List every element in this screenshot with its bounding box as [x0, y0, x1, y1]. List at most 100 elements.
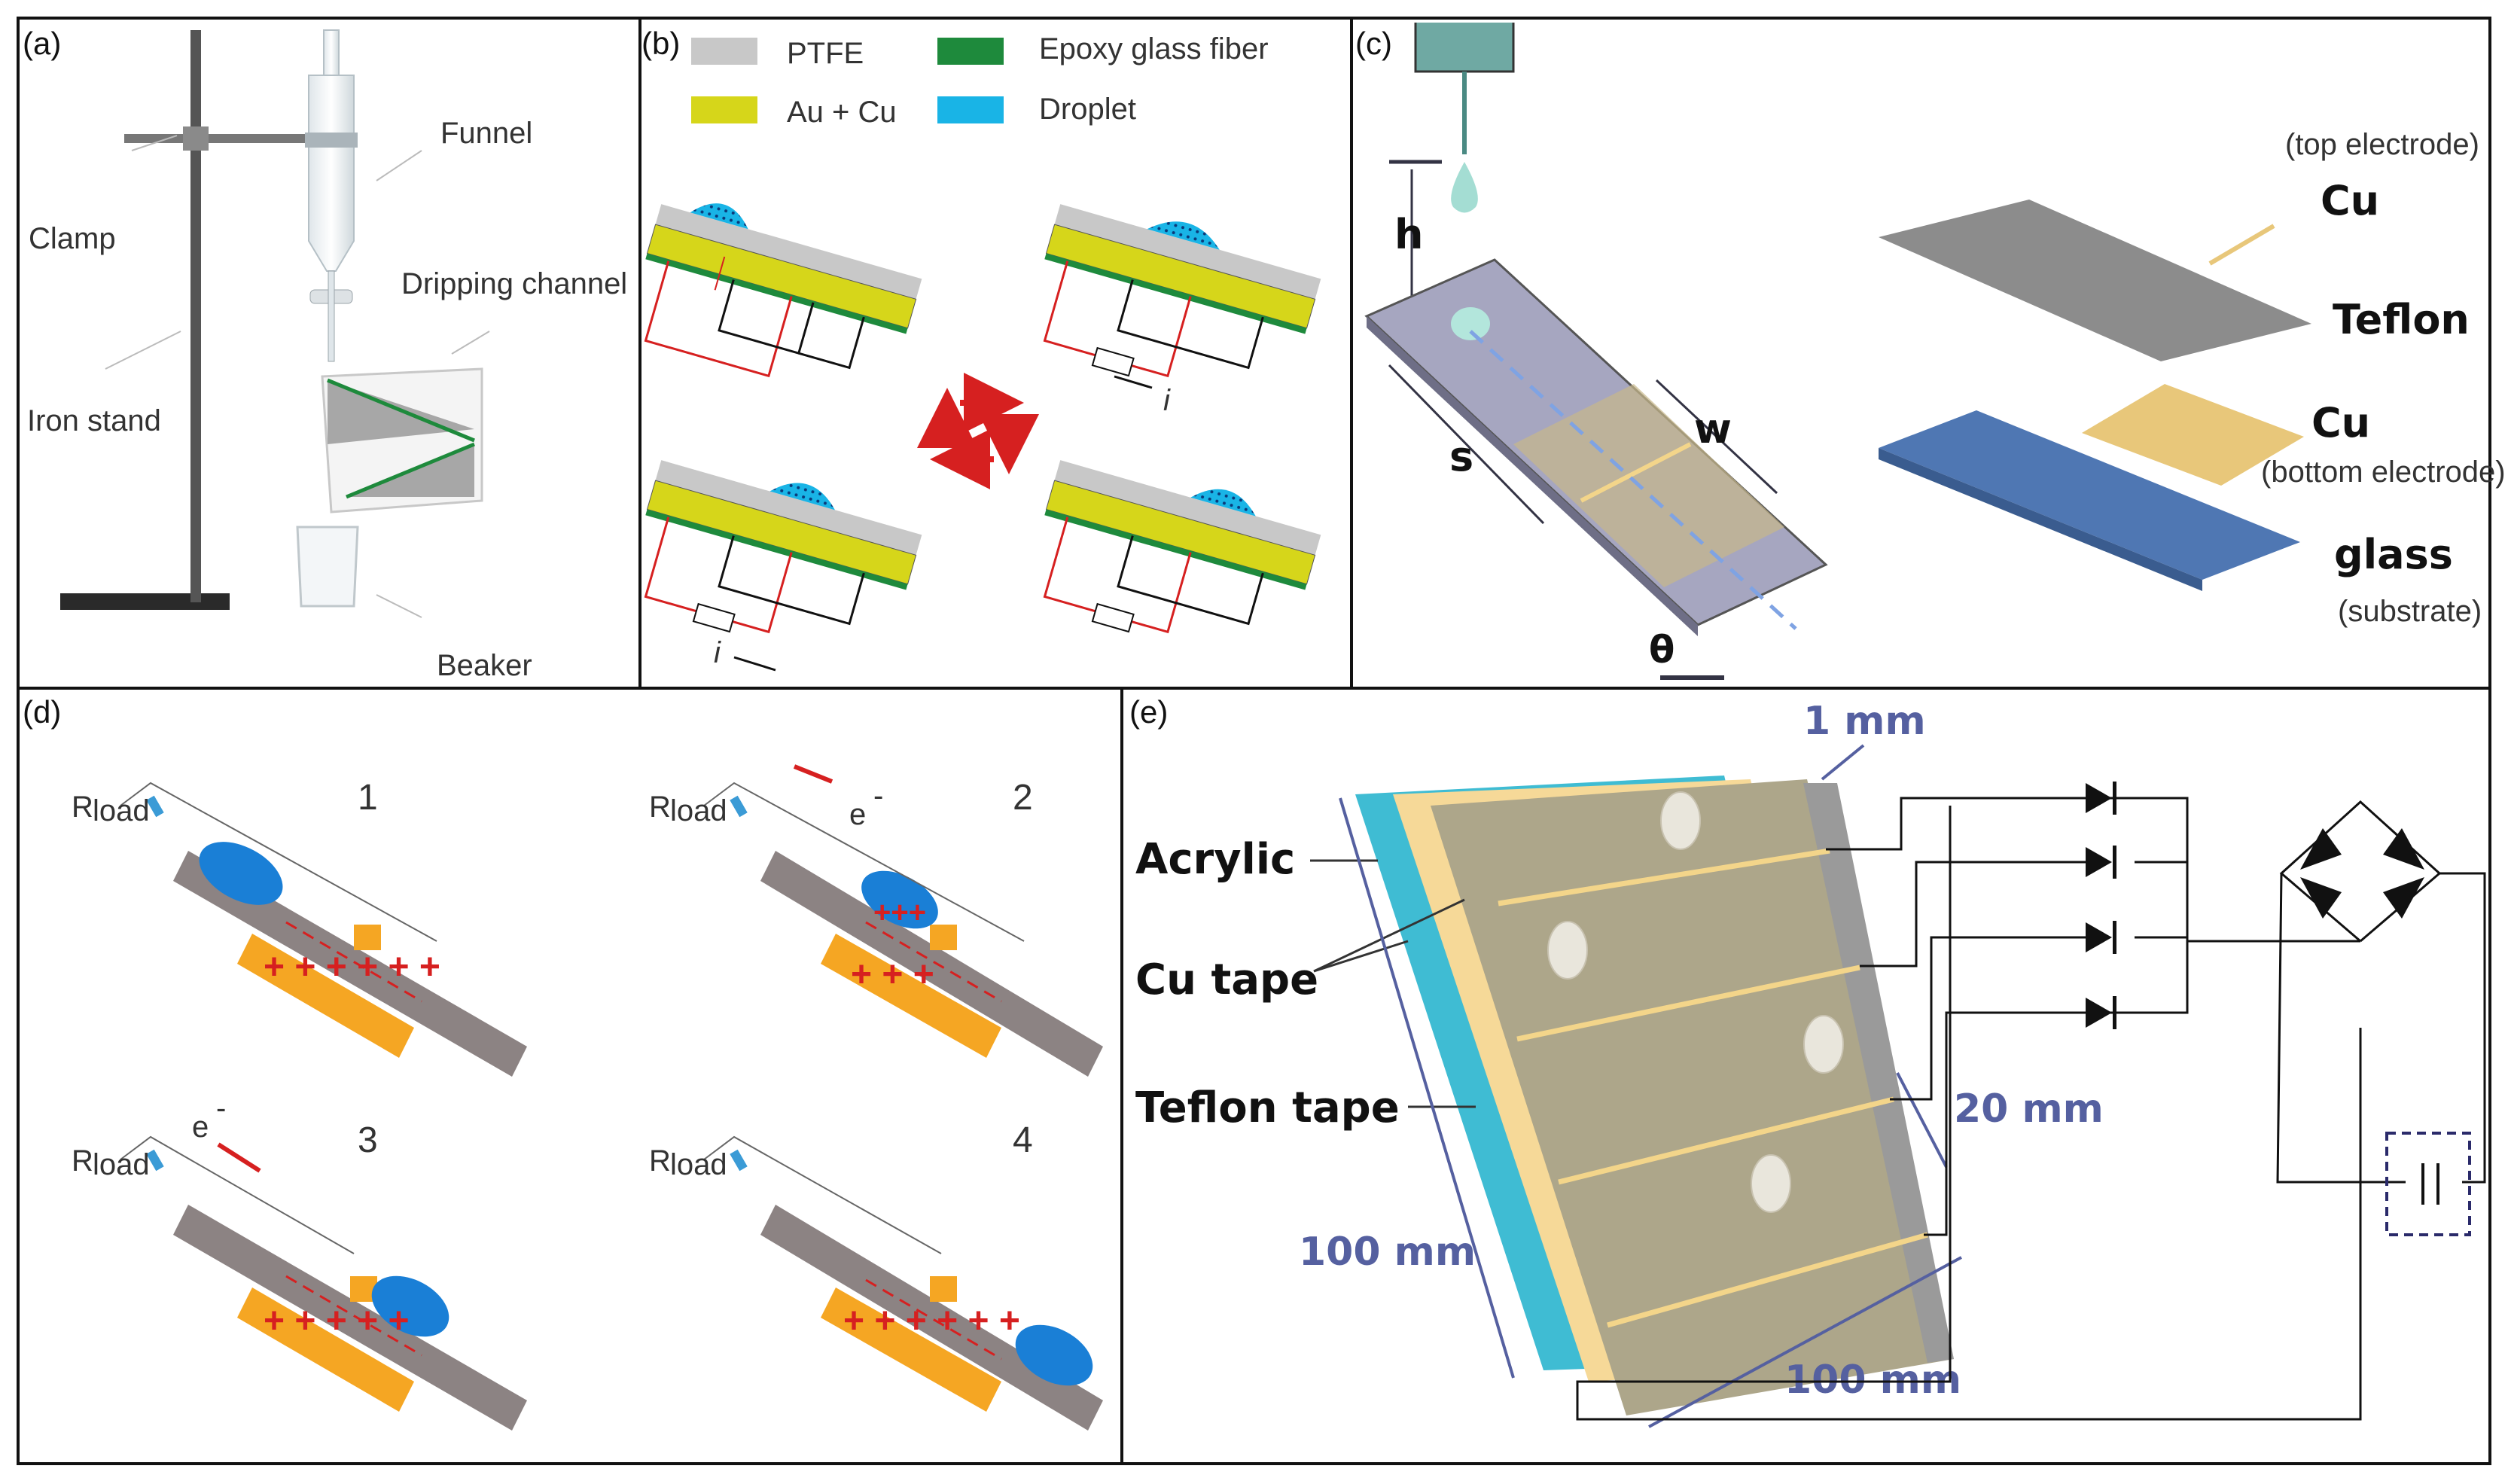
- acrylic-label: Acrylic: [1135, 835, 1295, 884]
- rload-1: R: [72, 791, 93, 824]
- top-electrode-line: [1580, 442, 1692, 503]
- flow-path: [1469, 330, 1797, 630]
- legend-droplet-swatch: [937, 96, 1004, 123]
- electron-2-sup: -: [873, 779, 883, 812]
- electron-3: e: [192, 1111, 209, 1144]
- teng-device-1: [644, 203, 922, 378]
- cu-tape-label: Cu tape: [1135, 955, 1318, 1004]
- current-arrow-top: [1114, 375, 1153, 389]
- funnel-clamp-ring: [305, 133, 358, 148]
- panel-e-frame: [1120, 687, 2491, 1465]
- dim-1mm-arrow: [1821, 744, 1865, 781]
- panel-d-label: (d): [23, 694, 61, 730]
- cu-top-strip: [2208, 224, 2275, 266]
- rload-4: R: [649, 1144, 671, 1178]
- legend-aucu-swatch: [691, 96, 757, 123]
- droplet-1: [1660, 791, 1701, 850]
- electron-3-sup: -: [216, 1092, 226, 1125]
- w-label: w: [1694, 405, 1732, 453]
- step-1-diagram: + + + + + +: [120, 782, 527, 1077]
- panel-d: (d) + + + + + + R load 1 +++ + + +: [23, 694, 1103, 1431]
- panel-c: (c) h s w θ (top electrode) Cu Teflon Cu: [1355, 23, 2506, 680]
- rload-3-sub: load: [93, 1148, 150, 1181]
- panel-e: (e) Acrylic Cu tape Teflon tape 1 mm 20 …: [1129, 694, 2486, 1428]
- panel-b-label: (b): [641, 26, 680, 61]
- stand-leader: [105, 331, 181, 370]
- teng-device-3: [644, 460, 922, 634]
- beaker-leader: [376, 594, 422, 618]
- glass-layer: [1879, 410, 2300, 580]
- clamp-leader: [131, 135, 178, 151]
- teflon-layer: [1879, 200, 2311, 361]
- rload-2-sub: load: [670, 794, 727, 827]
- top-electrode-note: (top electrode): [2285, 128, 2479, 161]
- legend-droplet: Droplet: [1039, 93, 1136, 126]
- s-dim-line: [1388, 364, 1545, 525]
- h-label: h: [1394, 211, 1423, 258]
- rload-1-sub: load: [93, 794, 150, 827]
- teng-device-2: [1043, 204, 1321, 378]
- dim-100mm-left: 100 mm: [1299, 1230, 1476, 1275]
- droplet-2: [1547, 921, 1588, 980]
- funnel-neck: [323, 29, 340, 76]
- dim-100mm-bottom-arrow: [1648, 1256, 1962, 1428]
- svg-text:+++: +++: [873, 896, 926, 929]
- rload-2: R: [649, 791, 671, 824]
- clamp-knob: [183, 126, 209, 151]
- panel-b: (b) PTFE Epoxy glass fiber Au + Cu Dropl…: [641, 26, 1321, 672]
- panel-e-label: (e): [1129, 694, 1168, 730]
- funnel-body: [308, 75, 355, 272]
- dripping-channel-label: Dripping channel: [401, 267, 627, 300]
- electron-2: e: [849, 798, 866, 831]
- cu-tape-leader-1: [1313, 898, 1465, 973]
- step-2-diagram: +++ + + +: [703, 764, 1103, 1077]
- rload-3: R: [72, 1144, 93, 1178]
- w-dim-line: [1655, 379, 1778, 495]
- diodes: [2086, 782, 2424, 1029]
- channel-green-1: [327, 378, 475, 443]
- iron-stand-label: Iron stand: [27, 404, 161, 437]
- channel-leader: [451, 331, 490, 355]
- step-2-number: 2: [1013, 778, 1033, 818]
- channel-green-2: [346, 442, 475, 499]
- teflon-tape-label: Teflon tape: [1135, 1083, 1400, 1132]
- legend-aucu: Au + Cu: [787, 96, 897, 129]
- panel-c-label: (c): [1355, 26, 1392, 61]
- cu-strip-4: [1607, 1232, 1928, 1328]
- falling-droplet: [1451, 162, 1478, 213]
- funnel-leader: [376, 150, 422, 181]
- s-label: s: [1449, 433, 1473, 480]
- cu-tape-leader-2: [1313, 940, 1409, 973]
- current-label-bottom: i: [714, 636, 721, 669]
- legend-ptfe: PTFE: [787, 37, 864, 70]
- step-1-number: 1: [358, 778, 378, 818]
- clamp-bar: [124, 134, 309, 143]
- funnel-label: Funnel: [440, 117, 532, 150]
- funnel-stem: [328, 270, 335, 362]
- iron-stand-rod: [190, 30, 201, 602]
- legend-epoxy: Epoxy glass fiber: [1039, 32, 1269, 66]
- glass-layer-side: [1879, 448, 2202, 591]
- svg-text:+ + +: + + +: [851, 955, 934, 995]
- cu-top-label: Cu: [2321, 177, 2379, 224]
- dim-20mm: 20 mm: [1954, 1086, 2104, 1132]
- plate-side: [1367, 316, 1698, 636]
- dim-100mm-bottom: 100 mm: [1784, 1358, 1961, 1403]
- dim-100mm-left-arrow: [1339, 797, 1515, 1379]
- droplet-3: [1803, 1015, 1844, 1074]
- svg-text:+ + + + + +: + + + + + +: [843, 1301, 1020, 1341]
- teng-device-4: [1043, 460, 1321, 634]
- cu-strip-3: [1558, 1096, 1894, 1185]
- panel-a: (a) Funnel Clamp Dripping channel Iron s…: [23, 26, 627, 682]
- theta-label: θ: [1649, 628, 1675, 672]
- svg-text:+ + + + +: + + + + +: [264, 1301, 410, 1341]
- dim-1mm: 1 mm: [1803, 699, 1926, 744]
- bottom-electrode-note: (bottom electrode): [2261, 456, 2506, 489]
- legend-ptfe-swatch: [691, 38, 757, 65]
- panel-a-label: (a): [23, 26, 61, 61]
- svg-text:+ + + + + +: + + + + + +: [264, 947, 440, 987]
- cycle-arrows: [917, 373, 1039, 489]
- teflon-label: Teflon: [2333, 296, 2470, 343]
- cu-strip-1: [1498, 848, 1830, 907]
